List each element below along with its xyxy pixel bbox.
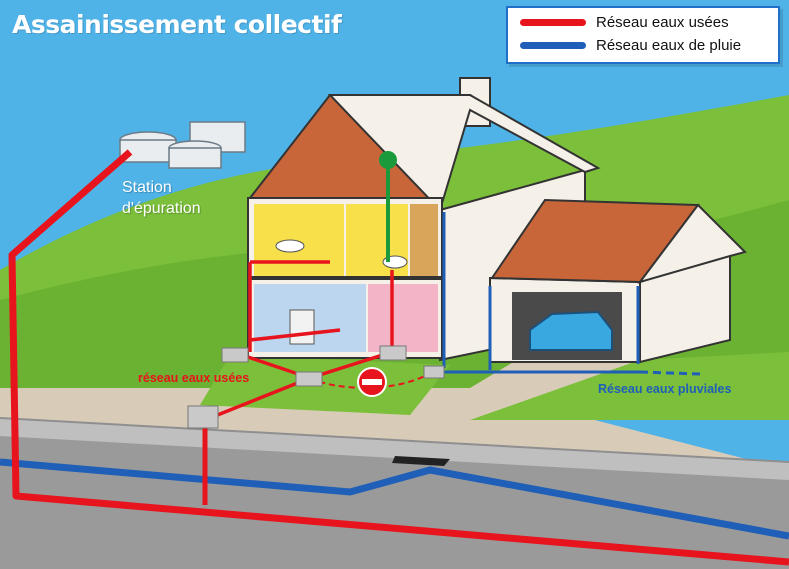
legend-item-rainwater: Réseau eaux de pluie <box>520 35 741 55</box>
inspection-box <box>423 365 445 379</box>
legend-item-wastewater: Réseau eaux usées <box>520 12 729 32</box>
road <box>0 436 789 569</box>
legend-label: Réseau eaux de pluie <box>596 36 742 54</box>
sink-icon <box>275 239 305 253</box>
bathroom <box>254 204 344 276</box>
side-lawn <box>470 352 789 420</box>
rainwater-network <box>0 212 789 540</box>
street-drain <box>392 456 450 466</box>
wastewater-network <box>8 149 789 566</box>
front-lawn <box>200 355 450 415</box>
legend-label: Réseau eaux usées <box>596 13 729 31</box>
inspection-box <box>221 347 249 363</box>
legend-swatch-rainwater <box>520 41 586 49</box>
vent-pipe <box>379 151 397 262</box>
car-icon <box>529 310 613 351</box>
hall <box>368 284 438 352</box>
page-title: Assainissement collectif <box>12 10 342 39</box>
inspection-box <box>295 371 323 387</box>
stair-room <box>410 204 438 276</box>
legend-swatch-wastewater <box>520 18 586 26</box>
garage-roof-side <box>637 203 747 284</box>
label-line: Station <box>122 179 172 196</box>
curb-top <box>0 417 789 463</box>
curb <box>0 418 789 480</box>
washing-machine-icon <box>289 309 315 345</box>
inspection-box <box>379 345 407 361</box>
no-entry-sign-icon <box>357 367 387 397</box>
label-treatment-station: Station d'épuration <box>122 177 232 219</box>
label-rainwater-network: Réseau eaux pluviales <box>598 382 732 396</box>
treatment-station <box>119 121 246 169</box>
legend: Réseau eaux usées Réseau eaux de pluie <box>506 6 780 64</box>
label-line: d'épuration <box>122 200 201 217</box>
label-wastewater-network: réseau eaux usées <box>138 371 250 385</box>
inspection-box <box>187 405 219 429</box>
